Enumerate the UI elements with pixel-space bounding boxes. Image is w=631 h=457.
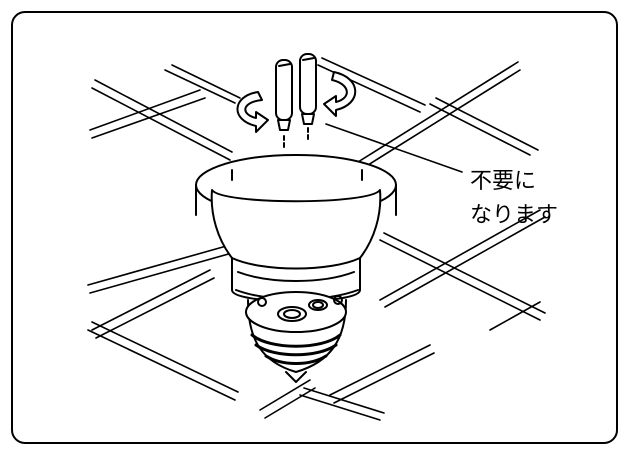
callout-leader-line xyxy=(325,123,463,173)
rotate-right-arrow-icon xyxy=(323,71,357,117)
callout-line-2: なります xyxy=(470,203,559,228)
camera-body xyxy=(210,189,382,383)
rotate-left-arrow-icon xyxy=(236,91,269,133)
callout-label: 不要に なります xyxy=(470,165,558,233)
callout-line-1: 不要に xyxy=(470,169,537,194)
screws xyxy=(275,53,317,151)
